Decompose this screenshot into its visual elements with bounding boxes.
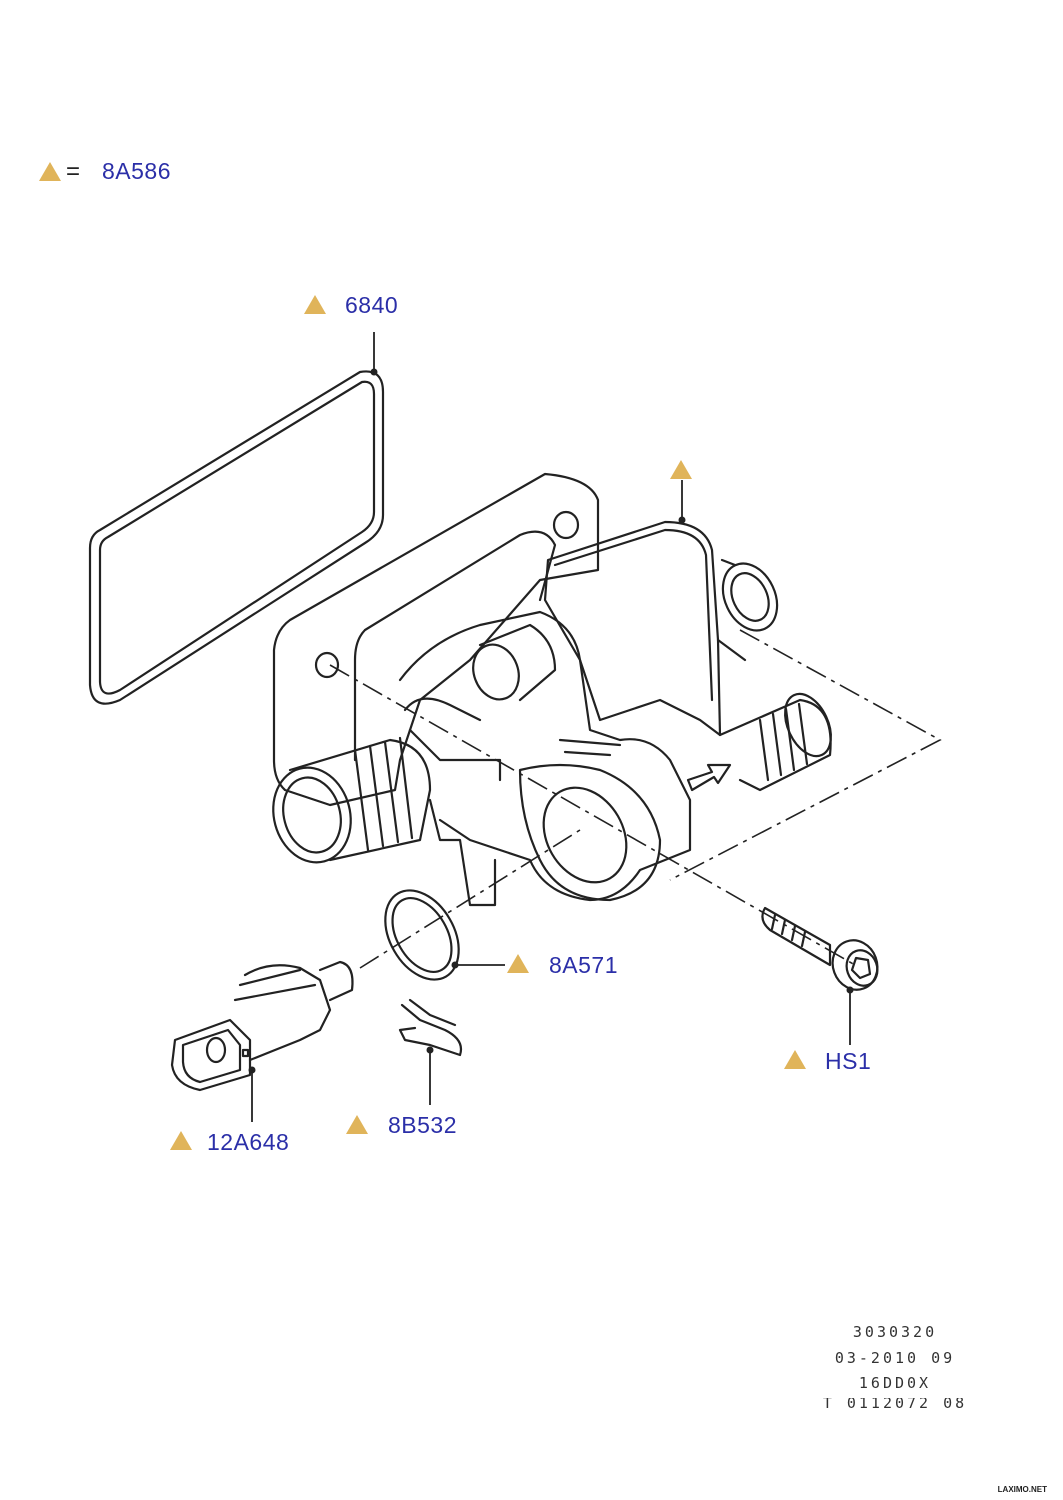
meta-line-4: T 0112072 08 — [822, 1398, 968, 1408]
brand-watermark: LAXIMO.NET — [997, 1485, 1047, 1494]
bolt-hs1 — [761, 906, 879, 991]
clip-8b532 — [398, 998, 463, 1057]
triangle-icon — [670, 460, 692, 479]
triangle-icon — [507, 954, 529, 973]
triangle-icon — [346, 1115, 368, 1134]
callout-hs1[interactable]: HS1 — [825, 1048, 872, 1074]
meta-line-2: 03-2010 09 — [834, 1349, 956, 1367]
triangle-icon — [170, 1131, 192, 1150]
gasket-6840 — [88, 370, 385, 705]
meta-line-1: 3030320 — [852, 1323, 938, 1341]
triangle-icon — [304, 295, 326, 314]
callout-8a571[interactable]: 8A571 — [549, 952, 619, 978]
legend-equals: = — [66, 158, 81, 185]
legend-code: 8A586 — [102, 158, 172, 184]
triangle-icon — [784, 1050, 806, 1069]
legend-triangle-icon — [39, 162, 61, 181]
sensor-12a648 — [170, 960, 354, 1092]
meta-line-4-clipped: T 0112072 08 — [800, 1398, 990, 1408]
callout-6840[interactable]: 6840 — [345, 292, 399, 318]
thermostat-housing — [272, 472, 832, 907]
meta-line-3: 16DD0X — [858, 1374, 932, 1392]
callout-8b532[interactable]: 8B532 — [388, 1112, 458, 1138]
o-ring-8a571 — [384, 889, 460, 981]
callout-12a648[interactable]: 12A648 — [207, 1129, 290, 1155]
